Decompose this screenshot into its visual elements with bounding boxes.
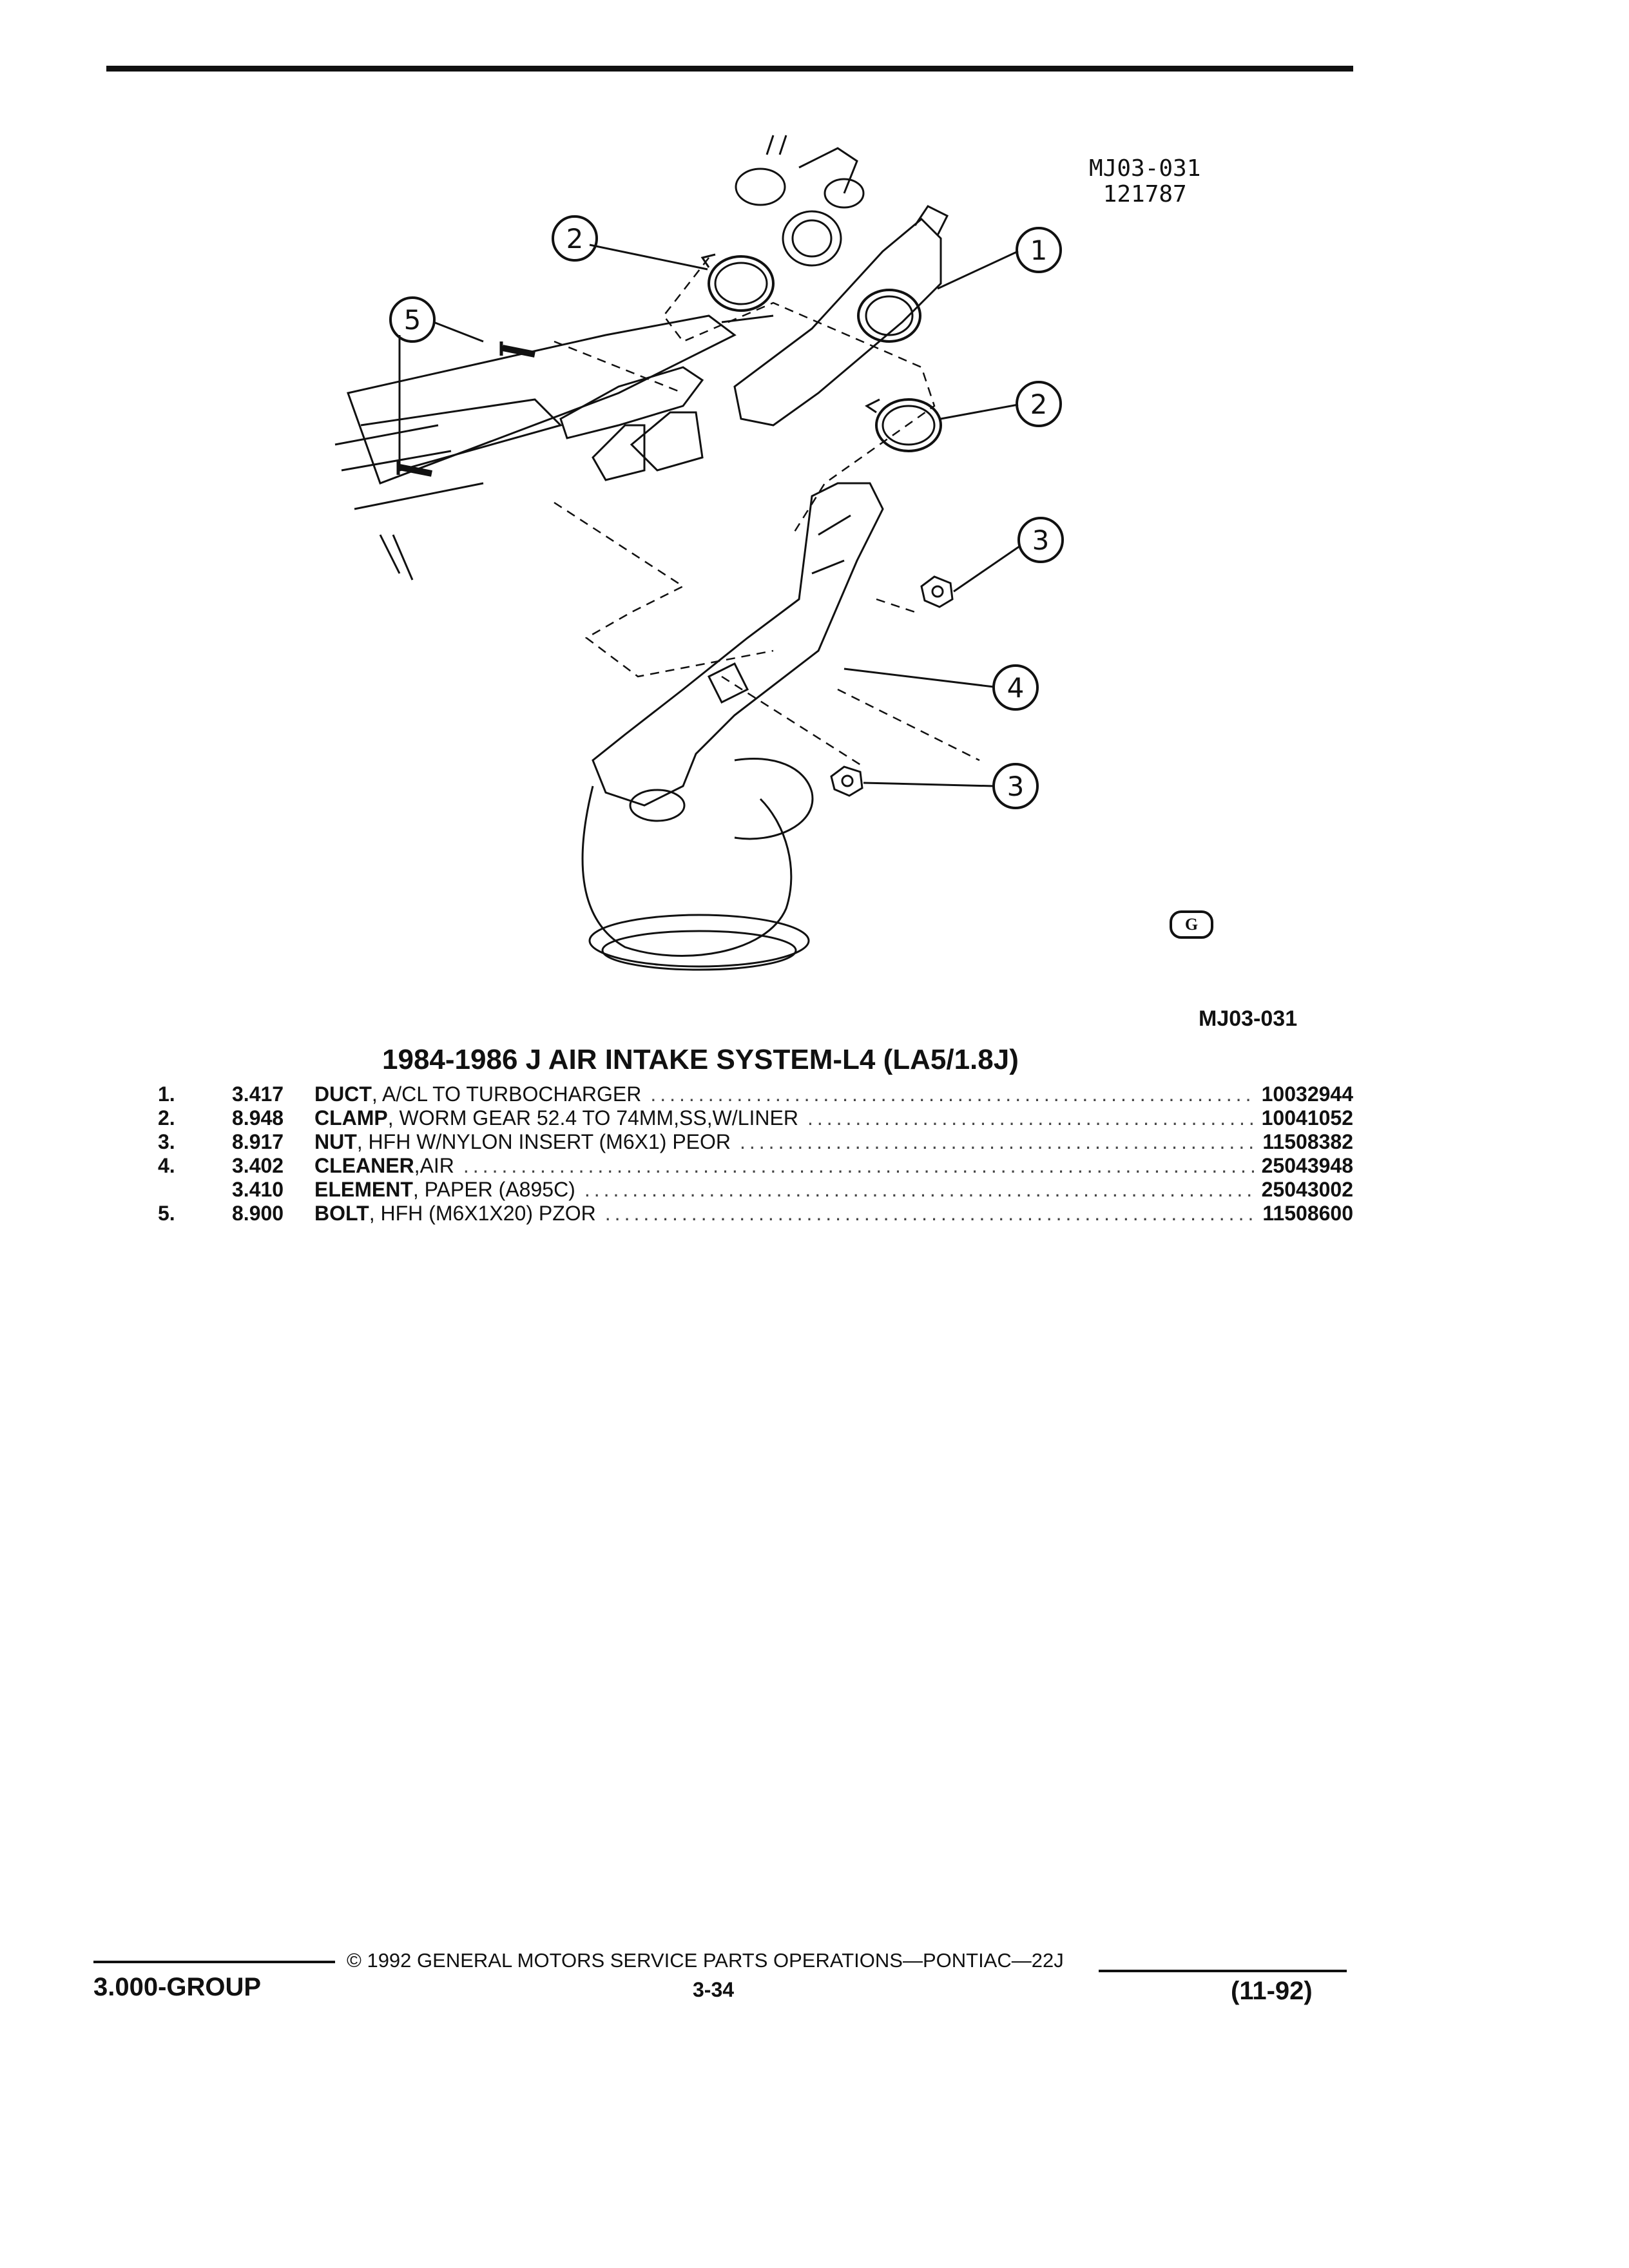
part-detail: , WORM GEAR 52.4 TO 74MM,SS,W/LINER: [387, 1106, 798, 1129]
part-detail: ,AIR: [414, 1154, 454, 1177]
group-code: 3.402: [232, 1154, 284, 1177]
callout-circle-5: [389, 296, 436, 343]
item-number: 1.: [158, 1082, 175, 1106]
item-number: 5.: [158, 1202, 175, 1225]
parts-row: 3.410 ELEMENT , PAPER (A895C)...........…: [158, 1178, 1353, 1202]
callout-circle-2-lower: [1016, 381, 1062, 427]
part-description: BOLT , HFH (M6X1X20) PZOR...............…: [314, 1202, 1344, 1225]
footer-page-number: 3-34: [693, 1978, 735, 2001]
clamp-lower: [865, 398, 942, 452]
part-detail: , HFH (M6X1X20) PZOR: [369, 1202, 596, 1225]
clamp-upper: [700, 253, 775, 312]
upper-pipe-fittings: [735, 135, 865, 267]
part-description: ELEMENT , PAPER (A895C).................…: [314, 1178, 1344, 1201]
item-number: 3.: [158, 1130, 175, 1153]
callout-number: 4: [1007, 672, 1025, 704]
callout-circle-2-upper: [552, 215, 598, 262]
part-description: CLAMP , WORM GEAR 52.4 TO 74MM,SS,W/LINE…: [314, 1106, 1344, 1129]
callout-circle-3-upper: [1017, 517, 1064, 563]
gm-g-logo: G: [1170, 910, 1213, 939]
part-number: 10032944: [1255, 1082, 1353, 1106]
item-number: 2.: [158, 1106, 175, 1129]
callout-number: 3: [1032, 524, 1050, 556]
top-rule: [106, 66, 1353, 72]
part-number: 11508600: [1256, 1202, 1353, 1225]
footer-copyright: © 1992 GENERAL MOTORS SERVICE PARTS OPER…: [347, 1949, 1064, 1972]
parts-row: 2. 8.948 CLAMP , WORM GEAR 52.4 TO 74MM,…: [158, 1106, 1353, 1130]
part-description: CLEANER ,AIR............................…: [314, 1154, 1344, 1177]
illustration-code: MJ03-031: [1089, 155, 1201, 182]
assembly-dashed-lines: [554, 257, 980, 768]
part-description: DUCT , A/CL TO TURBOCHARGER.............…: [314, 1082, 1344, 1106]
part-number: 10041052: [1255, 1106, 1353, 1130]
bolts: [396, 341, 535, 477]
callout-circle-4: [992, 664, 1039, 711]
part-number: 25043948: [1255, 1154, 1353, 1178]
part-name: DUCT: [314, 1082, 372, 1106]
callout-circles: [389, 215, 1064, 809]
callout-number: 3: [1007, 771, 1025, 802]
parts-row: 3. 8.917 NUT , HFH W/NYLON INSERT (M6X1)…: [158, 1130, 1353, 1154]
callout-number: 5: [404, 304, 421, 336]
exploded-parts-diagram: 2 1 2 3 4 3 5: [334, 135, 1064, 971]
parts-row: 5. 8.900 BOLT , HFH (M6X1X20) PZOR......…: [158, 1202, 1353, 1225]
page-title: 1984-1986 J AIR INTAKE SYSTEM-L4 (LA5/1.…: [382, 1044, 1019, 1075]
group-code: 8.900: [232, 1202, 284, 1225]
callout-number: 2: [1030, 389, 1048, 420]
illustration-code-block: MJ03-031 121787: [1089, 156, 1200, 207]
group-code: 3.410: [232, 1178, 284, 1201]
part-name: CLAMP: [314, 1106, 388, 1129]
group-code: 8.917: [232, 1130, 284, 1153]
part-name: CLEANER: [314, 1154, 414, 1177]
part-detail: , PAPER (A895C): [412, 1178, 575, 1201]
callout-circle-1: [1016, 227, 1062, 273]
engine-bracket-structure: [334, 314, 774, 581]
footer-date: (11-92): [1231, 1977, 1313, 2005]
footer-group: 3.000-GROUP: [93, 1973, 262, 2001]
callout-numbers: 2 1 2 3 4 3 5: [404, 223, 1050, 802]
part-name: BOLT: [314, 1202, 369, 1225]
group-code: 8.948: [232, 1106, 284, 1129]
part-detail: , A/CL TO TURBOCHARGER: [371, 1082, 642, 1106]
footer-rule-right: [1099, 1970, 1347, 1972]
nuts: [830, 575, 954, 797]
parts-row: 4. 3.402 CLEANER ,AIR...................…: [158, 1154, 1353, 1178]
part-description: NUT , HFH W/NYLON INSERT (M6X1) PEOR....…: [314, 1130, 1344, 1153]
parts-row: 1. 3.417 DUCT , A/CL TO TURBOCHARGER....…: [158, 1082, 1353, 1106]
part-detail: , HFH W/NYLON INSERT (M6X1) PEOR: [356, 1130, 731, 1153]
callout-number: 2: [566, 223, 584, 255]
footer-rule-left: [93, 1961, 335, 1963]
part-name: NUT: [314, 1130, 357, 1153]
duct-a-cl-to-turbocharger: [733, 205, 949, 427]
callout-number: 1: [1030, 235, 1048, 266]
callout-leader-lines: [398, 244, 1020, 787]
group-code: 3.417: [232, 1082, 284, 1106]
part-name: ELEMENT: [314, 1178, 413, 1201]
air-cleaner: [581, 482, 884, 971]
parts-list: 1. 3.417 DUCT , A/CL TO TURBOCHARGER....…: [158, 1082, 1353, 1225]
part-number: 25043002: [1255, 1178, 1353, 1202]
callout-circle-3-lower: [992, 763, 1039, 809]
part-number: 11508382: [1256, 1130, 1353, 1154]
illustration-reference-code: MJ03-031: [1199, 1006, 1298, 1031]
item-number: 4.: [158, 1154, 175, 1177]
illustration-date-code: 121787: [1103, 181, 1187, 207]
